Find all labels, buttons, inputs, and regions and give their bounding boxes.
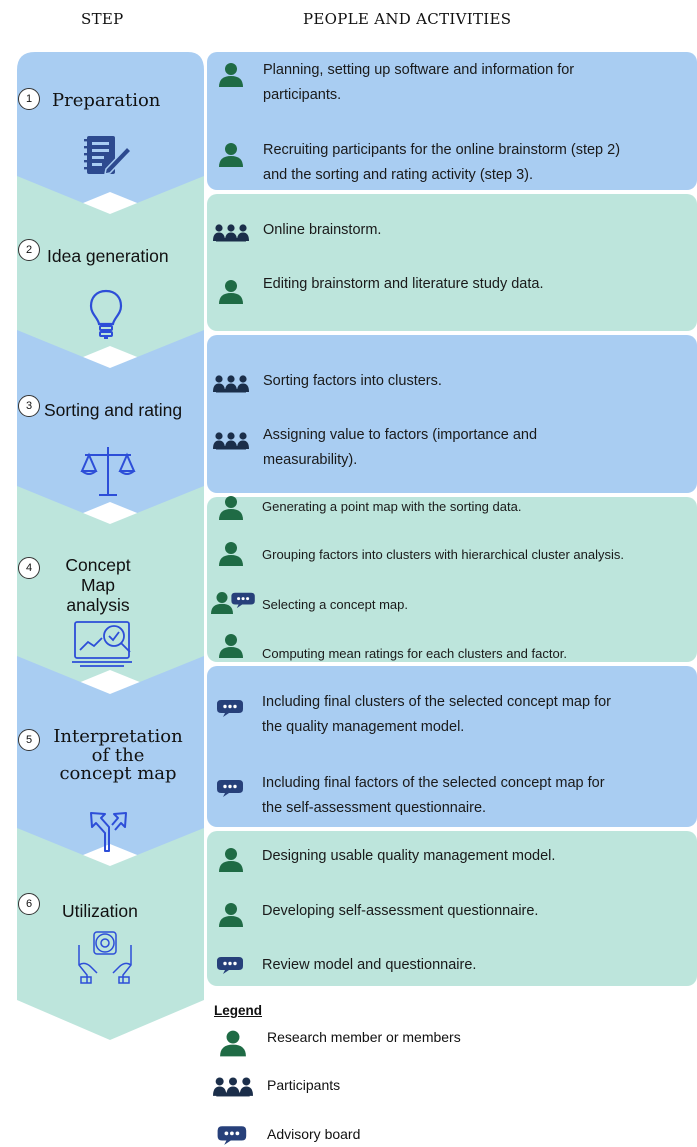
step-number-1: 1: [18, 88, 40, 110]
activity-item: Review model and questionnaire.: [262, 957, 477, 973]
activity-item: Computing mean ratings for each clusters…: [262, 646, 567, 661]
activity-box-interpretation: [207, 666, 697, 827]
step-chevron-6: [17, 828, 204, 1040]
activity-item: Online brainstorm.: [263, 222, 382, 238]
activity-item: Generating a point map with the sorting …: [262, 499, 522, 514]
participants-icon: [213, 375, 249, 393]
step-number-4: 4: [18, 557, 40, 579]
research-member-icon: [218, 280, 244, 304]
activity-item: Developing self-assessment questionnaire…: [262, 903, 539, 919]
activity-item: Selecting a concept map.: [262, 597, 408, 612]
research-member-icon: [218, 903, 244, 927]
legend-item-research-member: Research member or members: [267, 1029, 461, 1045]
lightbulb-icon: [89, 289, 123, 339]
hands-gear-icon: [78, 931, 132, 984]
diverging-arrows-icon: [90, 812, 127, 852]
legend-item-advisory-board: Advisory board: [267, 1126, 361, 1142]
step-label-idea-generation: Idea generation: [47, 246, 169, 266]
activity-box-utilization: [207, 831, 697, 986]
participants-icon: [213, 1077, 253, 1097]
activity-item: Grouping factors into clusters with hier…: [262, 547, 624, 562]
step-number-3: 3: [18, 395, 40, 417]
research-member-icon: [218, 542, 244, 566]
step-label-concept-map-analysis: Concept Map analysis: [65, 555, 131, 615]
step-chevron-5: [17, 656, 204, 882]
advisory-board-icon: [231, 591, 257, 609]
advisory-board-icon: [217, 1124, 249, 1146]
research-member-icon: [218, 63, 244, 87]
step-number-2: 2: [18, 239, 40, 261]
step-chevron-2: [17, 176, 204, 384]
step-chevron-4: [17, 486, 204, 708]
participants-icon: [213, 432, 249, 450]
activity-box-preparation: [207, 52, 697, 190]
legend-item-participants: Participants: [267, 1077, 341, 1093]
research-member-icon: [218, 634, 244, 658]
legend-title: Legend: [214, 1003, 263, 1018]
research-member-icon: [218, 496, 244, 520]
advisory-board-icon: [217, 955, 245, 975]
research-member-icon: [218, 848, 244, 872]
activity-box-sorting-rating: [207, 335, 697, 493]
activity-item: Including final factors of the selected …: [262, 775, 605, 816]
step-column-header: STEP: [81, 10, 124, 28]
notebook-pen-icon: [84, 136, 131, 175]
activity-item: Sorting factors into clusters.: [263, 373, 442, 389]
advisory-board-icon: [217, 698, 245, 718]
step-chevron-3: [17, 330, 204, 540]
research-member-icon: [218, 143, 244, 167]
scales-icon: [80, 447, 136, 496]
activity-item: Editing brainstorm and literature study …: [263, 276, 544, 292]
research-member-icon: [219, 1030, 247, 1057]
step-label-sorting-and-rating: Sorting and rating: [44, 400, 183, 420]
activity-box-idea-generation: [207, 194, 697, 331]
activity-box-concept-map-analysis: [207, 497, 697, 662]
activity-item: Planning, setting up software and inform…: [263, 62, 575, 103]
activity-item: Designing usable quality management mode…: [262, 848, 556, 864]
step-label-interpretation: Interpretation of the concept map: [53, 726, 183, 784]
activities-column-header: PEOPLE AND ACTIVITIES: [303, 10, 512, 28]
participants-icon: [213, 224, 249, 242]
activity-item: Including final clusters of the selected…: [262, 694, 611, 735]
step-chevron-column: [17, 52, 204, 1040]
step-number-5: 5: [18, 729, 40, 751]
chart-magnifier-icon: [72, 621, 132, 667]
activity-item: Assigning value to factors (importance a…: [263, 427, 538, 468]
step-number-6: 6: [18, 893, 40, 915]
step-label-utilization: Utilization: [62, 901, 138, 921]
activity-item: Recruiting participants for the online b…: [263, 142, 621, 183]
step-label-preparation: Preparation: [52, 90, 161, 111]
advisory-board-icon: [217, 778, 245, 798]
